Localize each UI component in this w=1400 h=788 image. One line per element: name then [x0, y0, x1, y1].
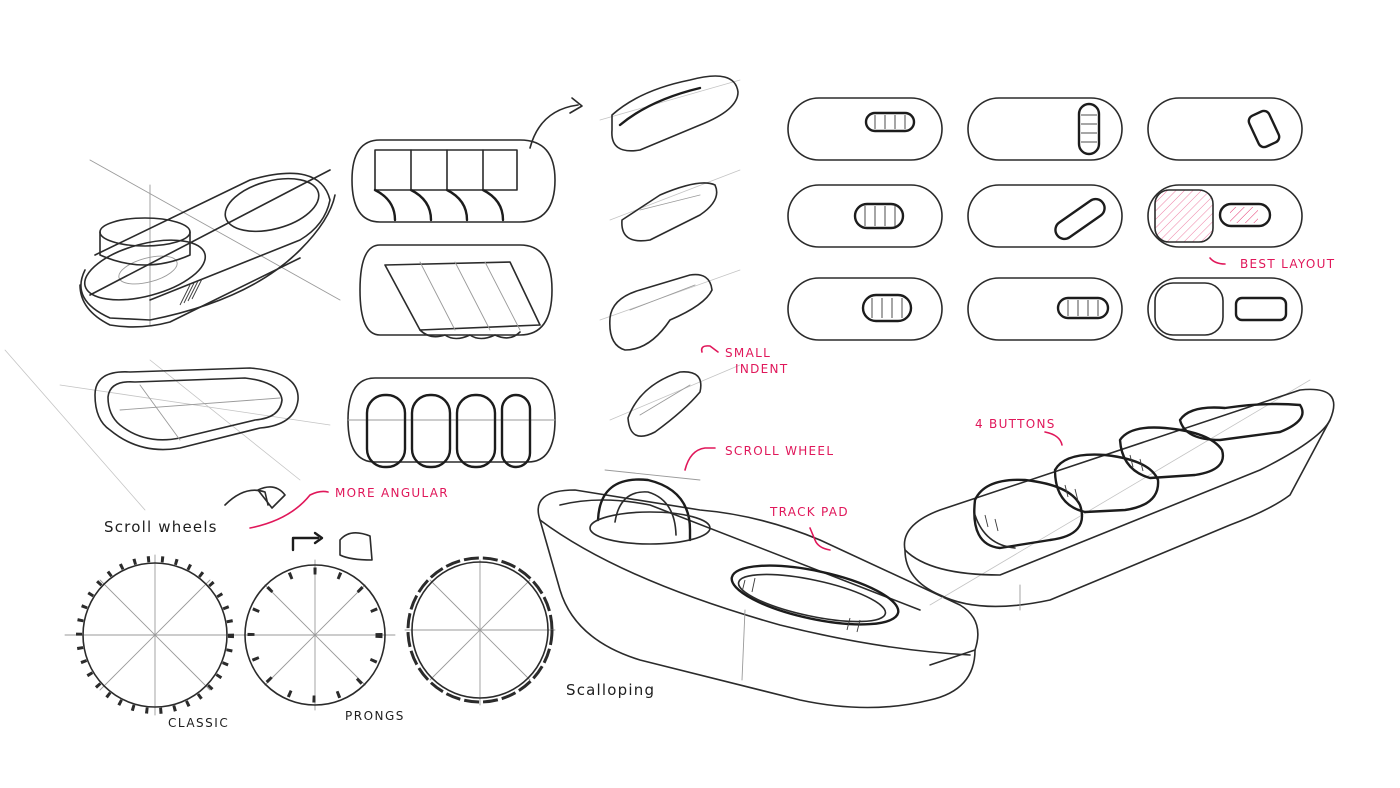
label-scroll-wheels: Scroll wheels	[104, 518, 218, 536]
four-buttons-remote-sketch	[903, 379, 1335, 611]
annotation-4-buttons: 4 BUTTONS	[975, 417, 1056, 431]
pad-variant-3	[599, 269, 741, 351]
button-row-variant-1	[351, 139, 556, 223]
annotation-track-pad: TRACK PAD	[769, 505, 849, 519]
trackpad-tray-sketch	[4, 349, 331, 511]
scroll-wheel-scalloping	[404, 556, 556, 706]
label-prongs: PRONGS	[345, 709, 405, 723]
annotation-more-angular: MORE ANGULAR	[335, 486, 449, 500]
label-scalloping: Scalloping	[566, 681, 655, 699]
scroll-wheel-remote-sketch	[537, 469, 979, 709]
button-row-variant-3	[347, 377, 556, 469]
annotation-small: SMALL	[725, 346, 771, 360]
annotation-scroll-wheel: SCROLL WHEEL	[725, 444, 834, 458]
label-classic: CLASSIC	[168, 716, 229, 730]
pad-variant-1	[599, 75, 741, 152]
scroll-wheel-prongs	[234, 531, 396, 711]
remote-perspective-sketch	[79, 159, 341, 328]
rotation-arrow	[291, 536, 320, 552]
annotation-indent: INDENT	[735, 362, 788, 376]
pad-variant-4	[609, 364, 741, 437]
text-labels: Scroll wheels CLASSIC PRONGS Scalloping …	[104, 257, 1335, 730]
annotation-strokes	[684, 257, 1226, 551]
layout-grid	[787, 97, 1303, 341]
arrow-head	[569, 97, 583, 114]
prong-detail	[339, 532, 373, 561]
transition-arrow	[529, 104, 579, 149]
button-row-variant-2	[359, 244, 553, 340]
pad-variant-2	[609, 169, 741, 242]
more-angular-detail	[224, 486, 329, 529]
scroll-wheel-classic	[64, 554, 246, 716]
annotation-best-layout: BEST LAYOUT	[1240, 257, 1335, 271]
